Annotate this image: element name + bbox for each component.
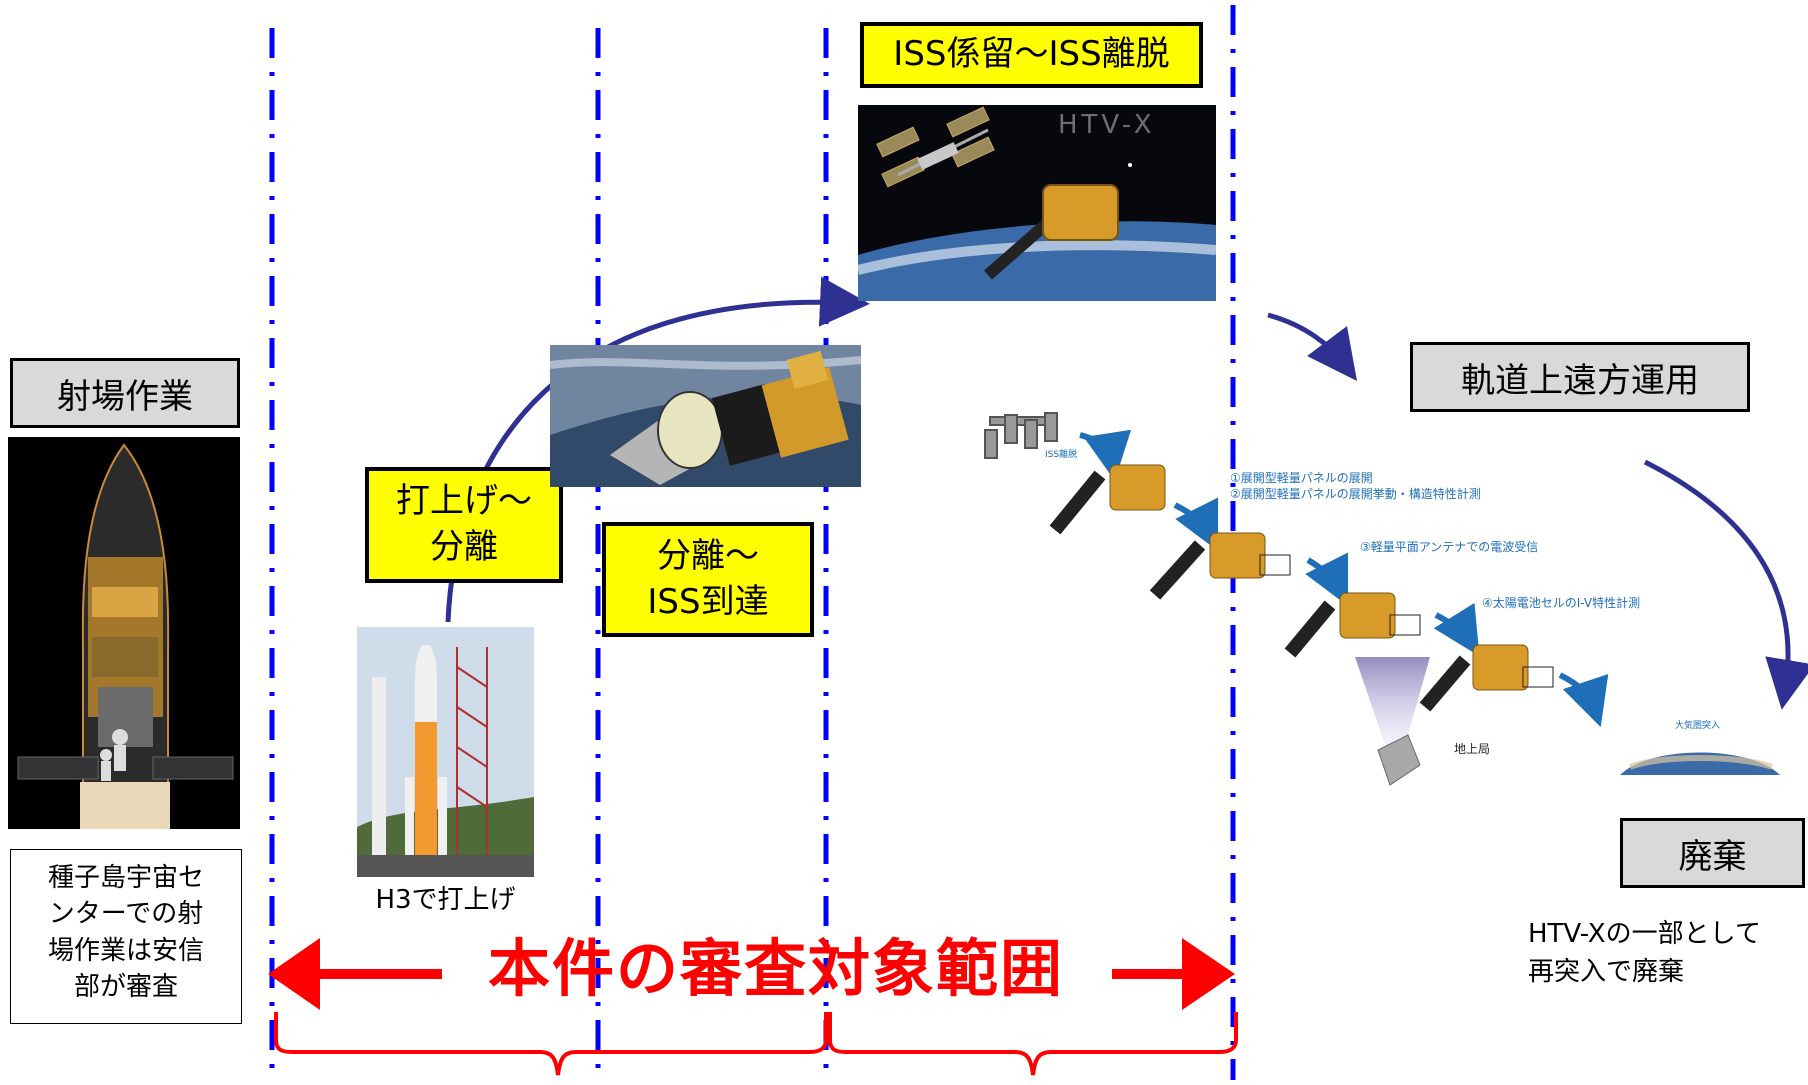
launch-site-note-line: 場作業は安信 xyxy=(47,935,204,966)
step1-label: ①展開型軽量パネルの展開 xyxy=(1230,471,1373,485)
iss-small-icon xyxy=(984,412,1058,459)
flow-arrow xyxy=(1173,497,1219,552)
iss-berthing-image: HTV-X xyxy=(858,105,1216,301)
ground-station-icon xyxy=(1377,734,1421,786)
step2-label: ②展開型軽量パネルの展開挙動・構造特性計測 xyxy=(1230,486,1481,501)
flow-arrow xyxy=(1433,602,1480,657)
scope-brace-left xyxy=(274,1012,828,1076)
flow-arrow xyxy=(1305,552,1349,607)
rocket-fairing-image xyxy=(8,437,240,829)
disposal-note: HTV-Xの一部として 再突入で廃棄 xyxy=(1528,919,1761,987)
h3-rocket-image xyxy=(357,627,534,877)
step3-label: ③軽量平面アンテナでの電波受信 xyxy=(1360,540,1538,554)
h3-caption: H3で打上げ xyxy=(375,885,516,915)
ground-station-label: 地上局 xyxy=(1454,742,1490,756)
spacecraft-icon xyxy=(1149,532,1291,600)
separation-image xyxy=(550,345,861,487)
iss-departure-label: ISS離脱 xyxy=(1045,448,1077,460)
orbit-operations-diagram: ISS離脱 ①展開型軽量パネルの展開 ②展開型軽量パネルの展開挙動・構造特性計測… xyxy=(984,412,1780,786)
spacecraft-icon xyxy=(1284,592,1421,658)
scope-brace-right xyxy=(828,1012,1238,1076)
disposal-label: 廃棄 xyxy=(1620,818,1805,888)
htvx-watermark: HTV-X xyxy=(1058,110,1156,140)
iss-berthing-label: ISS係留～ISS離脱 xyxy=(860,22,1203,88)
disposal-arrow xyxy=(1643,459,1808,710)
launch-site-note-line: 部が審査 xyxy=(73,972,178,1003)
flow-arrow xyxy=(1079,429,1132,481)
launch-site-work-label: 射場作業 xyxy=(10,358,240,428)
step4-label: ④太陽電池セルのI-V特性計測 xyxy=(1482,595,1640,610)
launch-site-note-line: ンターでの射 xyxy=(48,899,204,930)
separation-to-iss-label: 分離～ ISS到達 xyxy=(602,522,814,637)
flow-arrow xyxy=(1558,672,1609,728)
launch-site-note-line: 種子島宇宙セ xyxy=(47,863,204,893)
scope-label: 本件の審査対象範囲 xyxy=(487,932,1064,1005)
launch-site-note-box: 種子島宇宙セ ンターでの射 場作業は安信 部が審査 xyxy=(10,849,242,1024)
ground-station-beam xyxy=(1355,657,1430,745)
launch-to-separation-label: 打上げ～ 分離 xyxy=(365,467,563,583)
spacecraft-icon xyxy=(1419,644,1554,712)
spacecraft-icon xyxy=(1049,464,1166,535)
reentry-label: 大気圏突入 xyxy=(1675,719,1720,731)
departure-arrow xyxy=(1267,312,1358,381)
orbit-operations-label: 軌道上遠方運用 xyxy=(1410,342,1750,412)
